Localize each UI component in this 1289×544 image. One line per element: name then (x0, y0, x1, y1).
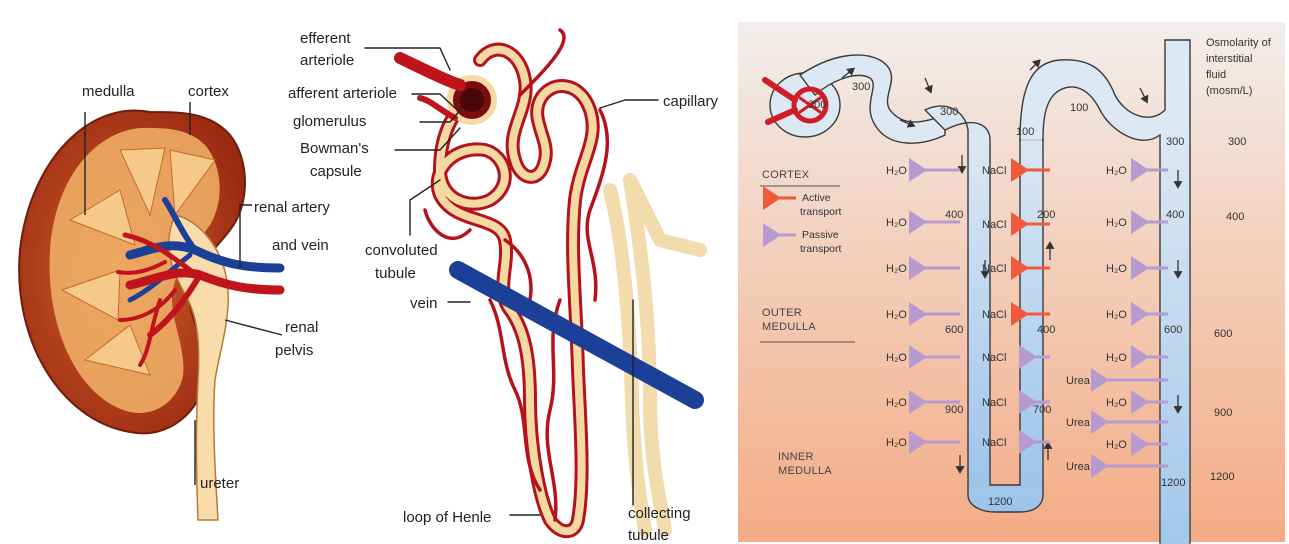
h2o-label: H₂O (1106, 165, 1127, 177)
nacl-label: NaCl (982, 219, 1006, 231)
tubule-value-desc: 300 (940, 106, 958, 118)
nacl-label: NaCl (982, 165, 1006, 177)
nacl-label: NaCl (982, 437, 1006, 449)
osmolarity-value: 900 (1214, 407, 1232, 419)
h2o-label: H₂O (1106, 352, 1127, 364)
nephron-label-loop: loop of Henle (403, 509, 491, 526)
tubule-value-pct: 300 (852, 81, 870, 93)
kidney-label-cortex: cortex (188, 83, 229, 100)
kidney-label-renal-artery-2: and vein (272, 237, 329, 254)
nephron-label-vein: vein (410, 295, 438, 312)
tubule-value-collecting: 300 (1166, 136, 1184, 148)
tubule-value-bottom: 1200 (988, 496, 1012, 508)
region-inner-medulla-2: MEDULLA (778, 465, 832, 477)
tubule-value-desc: 400 (945, 209, 963, 221)
region-outer-medulla-1: OUTER (762, 307, 802, 319)
osmolarity-header-1: Osmolarity of (1206, 37, 1272, 49)
efferent-arteriole (400, 58, 460, 85)
tubule-value-asc: 200 (1037, 209, 1055, 221)
nephron-label-capillary: capillary (663, 93, 719, 110)
h2o-label: H₂O (886, 397, 907, 409)
region-outer-medulla-2: MEDULLA (762, 321, 816, 333)
h2o-label: H₂O (886, 217, 907, 229)
region-inner-medulla-1: INNER (778, 451, 814, 463)
tubule-value-collecting: 1200 (1161, 477, 1185, 489)
kidney-label-ureter: ureter (200, 475, 239, 492)
h2o-label: H₂O (1106, 439, 1127, 451)
nacl-label: NaCl (982, 352, 1006, 364)
kidney-label-renal-artery-1: renal artery (254, 199, 330, 216)
tubule-value-glomerulus: 300 (808, 99, 826, 111)
kidney-label-medulla: medulla (82, 83, 135, 100)
nephron-label-bowmans-1: Bowman's (300, 140, 369, 157)
kidney-label-renal-pelvis-2: pelvis (275, 342, 313, 359)
urea-label: Urea (1066, 375, 1091, 387)
kidney-illustration (19, 102, 282, 520)
tubule-value-asc: 400 (1037, 324, 1055, 336)
nephron-label-collecting-1: collecting (628, 505, 691, 522)
tubule-value-asc: 700 (1033, 404, 1051, 416)
nacl-label: NaCl (982, 263, 1006, 275)
osmolarity-header-3: fluid (1206, 69, 1226, 81)
tubule-value-collecting: 400 (1166, 209, 1184, 221)
h2o-label: H₂O (886, 437, 907, 449)
kidney-label-renal-pelvis-1: renal (285, 319, 318, 336)
region-cortex: CORTEX (762, 169, 810, 181)
legend-active-2: transport (800, 206, 842, 218)
osmolarity-value: 1200 (1210, 471, 1234, 483)
tubule-value-collecting: 600 (1164, 324, 1182, 336)
nephron-label-collecting-2: tubule (628, 527, 669, 544)
h2o-label: H₂O (886, 309, 907, 321)
tubule-value-desc: 900 (945, 404, 963, 416)
nephron-label-convoluted-2: tubule (375, 265, 416, 282)
tubule-value-dct: 100 (1070, 102, 1088, 114)
h2o-label: H₂O (886, 165, 907, 177)
osmolarity-value: 600 (1214, 328, 1232, 340)
legend-active-1: Active (802, 192, 831, 204)
tubule-value-desc: 600 (945, 324, 963, 336)
osmolarity-header-4: (mosm/L) (1206, 85, 1252, 97)
nephron-label-afferent: afferent arteriole (288, 85, 397, 102)
nacl-label: NaCl (982, 309, 1006, 321)
nephron-label-efferent-1: efferent (300, 30, 351, 47)
h2o-label: H₂O (1106, 263, 1127, 275)
h2o-label: H₂O (1106, 397, 1127, 409)
urea-label: Urea (1066, 461, 1091, 473)
h2o-label: H₂O (1106, 217, 1127, 229)
nephron-label-glomerulus: glomerulus (293, 113, 366, 130)
legend-passive-1: Passive (802, 229, 839, 241)
tubule-value-asc: 100 (1016, 126, 1034, 138)
legend-passive-2: transport (800, 243, 842, 255)
h2o-label: H₂O (886, 263, 907, 275)
h2o-label: H₂O (1106, 309, 1127, 321)
nephron-label-bowmans-2: capsule (310, 163, 362, 180)
osmolarity-header-2: interstitial (1206, 53, 1252, 65)
h2o-label: H₂O (886, 352, 907, 364)
nacl-label: NaCl (982, 397, 1006, 409)
nephron-label-efferent-2: arteriole (300, 52, 354, 69)
osmolarity-value: 300 (1228, 136, 1246, 148)
urea-label: Urea (1066, 417, 1091, 429)
nephron-label-convoluted-1: convoluted (365, 242, 438, 259)
osmolarity-value: 400 (1226, 211, 1244, 223)
